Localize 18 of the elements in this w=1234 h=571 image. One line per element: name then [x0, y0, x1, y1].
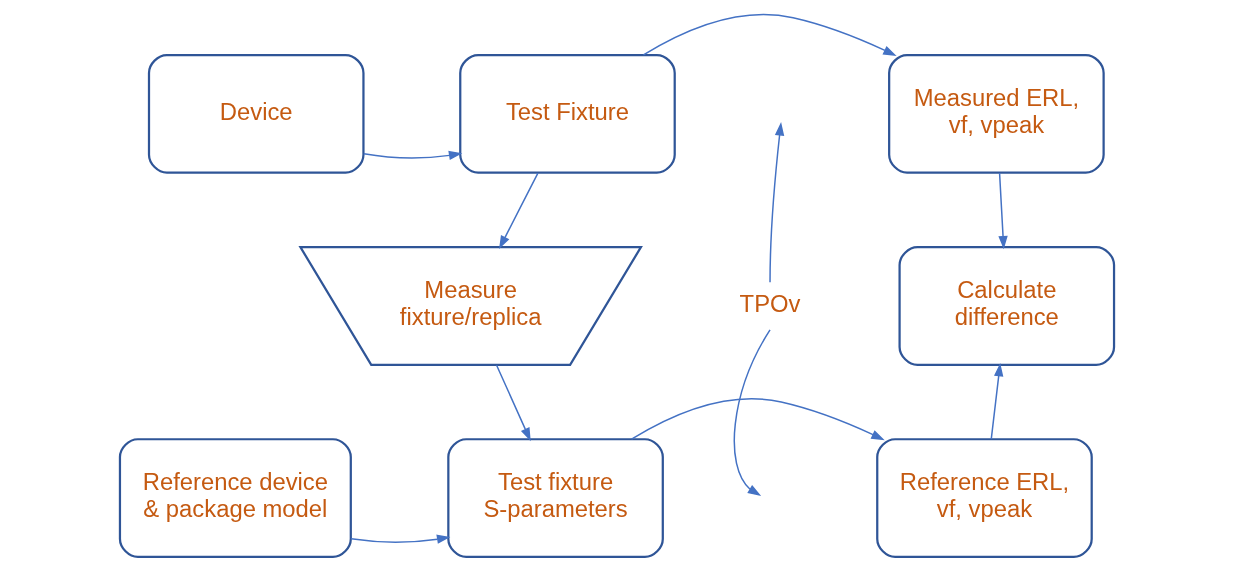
arrow [733, 329, 771, 496]
arrow [499, 172, 539, 250]
arrow [495, 364, 531, 442]
arrow [998, 172, 1008, 250]
arrow [350, 534, 451, 544]
arrow [769, 122, 785, 283]
arrow [642, 13, 897, 56]
node-box: Test Fixture [459, 53, 676, 174]
arrow [363, 150, 463, 161]
node-box: Device [147, 53, 365, 174]
node-box: Reference device & package model [118, 438, 352, 558]
node-box: Measured ERL, vf, vpeak [888, 53, 1105, 174]
arrow [990, 362, 1004, 440]
arrow [630, 398, 885, 441]
node-box: Calculate difference [898, 246, 1116, 366]
node-box: Reference ERL, vf, vpeak [876, 438, 1093, 558]
node-text: TPOv [739, 289, 801, 317]
node-box: Test fixture S-parameters [447, 438, 664, 558]
